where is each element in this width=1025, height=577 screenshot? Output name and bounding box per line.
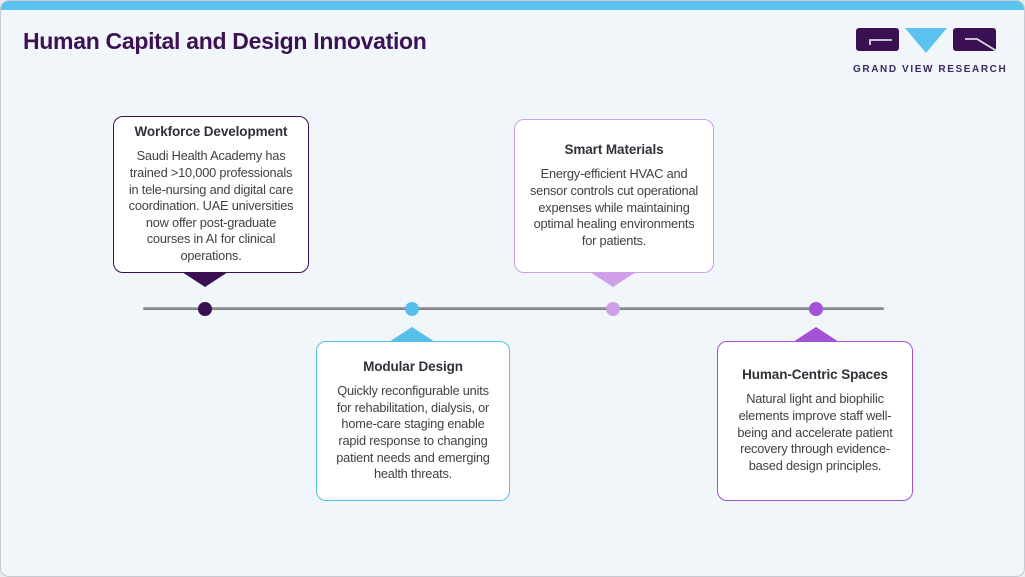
gvr-logo-icon [856,28,996,53]
timeline-card: Human-Centric Spaces Natural light and b… [717,341,913,501]
card-title: Smart Materials [564,142,664,158]
timeline-card: Workforce Development Saudi Health Acade… [113,116,309,273]
timeline-card: Modular Design Quickly reconfigurable un… [316,341,510,501]
card-body: Natural light and biophilic elements imp… [737,391,893,473]
card-connector-arrow [590,272,636,287]
card-body: Energy-efficient HVAC and sensor control… [529,166,699,248]
top-accent-bar [1,1,1024,10]
timeline-dot [606,302,620,316]
timeline-card: Smart Materials Energy-efficient HVAC an… [514,119,714,273]
card-body: Quickly reconfigurable units for rehabil… [336,383,490,482]
page-title: Human Capital and Design Innovation [23,28,427,54]
timeline-dot [809,302,823,316]
card-title: Workforce Development [134,124,288,140]
card-connector-arrow [182,272,228,287]
timeline-dot [198,302,212,316]
timeline-line [143,307,884,310]
brand-name: GRAND VIEW RESEARCH [853,64,1008,75]
card-title: Human-Centric Spaces [742,367,888,383]
card-title: Modular Design [363,359,463,375]
card-connector-arrow [793,327,839,342]
brand-logo: GRAND VIEW RESEARCH [853,27,1008,75]
card-body: Saudi Health Academy has trained >10,000… [128,148,294,264]
card-connector-arrow [389,327,435,342]
timeline-dot [405,302,419,316]
